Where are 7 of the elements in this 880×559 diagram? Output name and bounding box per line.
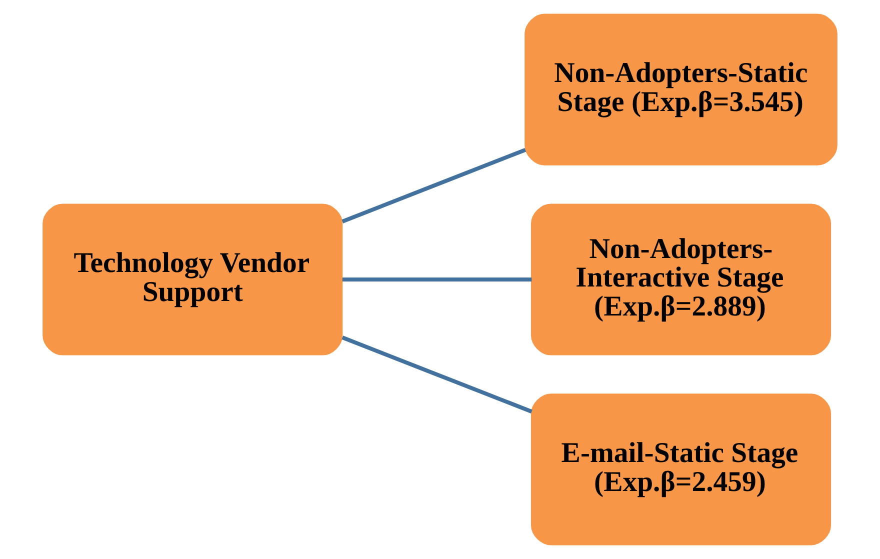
node-box: Technology Vendor Support xyxy=(42,204,343,356)
node-box: E-mail-Static Stage (Exp.β=2.459) xyxy=(530,394,832,546)
node-box: Non-Adopters-Static Stage (Exp.β=3.545) xyxy=(524,14,838,166)
connector xyxy=(342,148,526,224)
connector xyxy=(342,336,532,414)
node-box: Non-Adopters- Interactive Stage (Exp.β=2.889) xyxy=(530,204,832,356)
connector xyxy=(342,278,532,282)
